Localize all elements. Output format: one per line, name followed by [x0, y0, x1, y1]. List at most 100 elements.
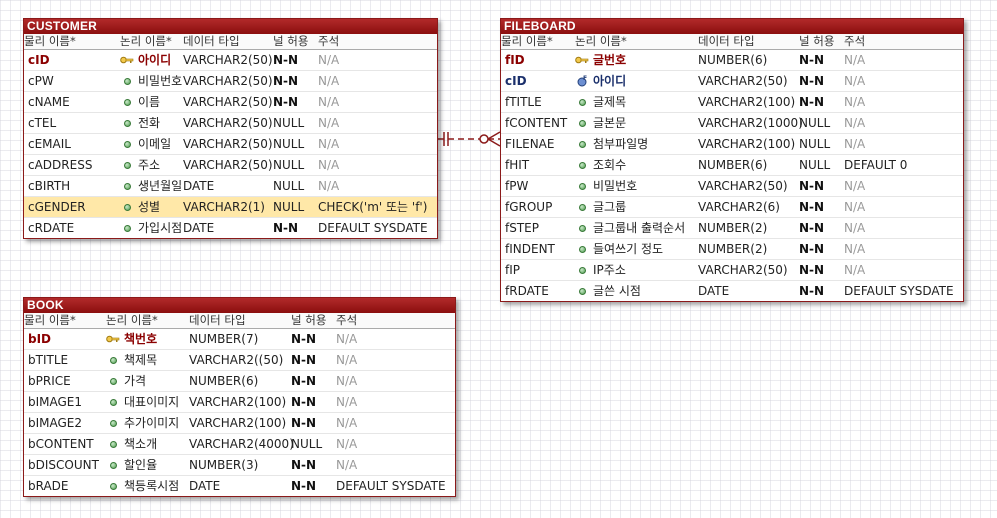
comment: DEFAULT SYSDATE — [318, 221, 428, 235]
attribute-dot-icon — [575, 134, 591, 154]
attribute-dot-icon — [120, 176, 136, 196]
attribute-dot-icon — [575, 176, 591, 196]
comment: N/A — [844, 179, 866, 193]
attribute-dot-icon — [575, 92, 591, 112]
attribute-dot-icon — [575, 155, 591, 175]
comment: N/A — [844, 95, 866, 109]
attribute-dot-icon — [575, 218, 591, 238]
comment: N/A — [844, 221, 866, 235]
header-logical-name: 논리 이름* — [106, 313, 158, 327]
logical-name: 대표이미지 — [124, 395, 180, 409]
data-type: NUMBER(7) — [189, 332, 259, 346]
header-data-type: 데이터 타입 — [189, 313, 246, 327]
logical-name: 성별 — [138, 200, 161, 214]
attribute-dot-icon — [575, 197, 591, 217]
comment: N/A — [336, 353, 358, 367]
data-type: NUMBER(6) — [698, 158, 768, 172]
logical-name: 비밀번호 — [593, 179, 638, 193]
data-type: VARCHAR2(50) — [183, 53, 273, 67]
logical-name: 글본문 — [593, 116, 627, 130]
attribute-dot-icon — [106, 392, 122, 412]
comment: CHECK('m' 또는 'f') — [318, 200, 428, 214]
comment: N/A — [318, 53, 340, 67]
physical-name: bRADE — [28, 479, 69, 493]
nullable: N-N — [799, 53, 825, 67]
logical-name: 글그룹 — [593, 200, 627, 214]
primary-key-icon — [106, 329, 122, 349]
attribute-dot-icon — [575, 113, 591, 133]
nullable: N-N — [799, 74, 825, 88]
data-type: NUMBER(6) — [698, 53, 768, 67]
comment: N/A — [336, 458, 358, 472]
header-physical-name: 물리 이름* — [24, 313, 76, 327]
nullable: N-N — [799, 242, 825, 256]
physical-name: fSTEP — [505, 221, 539, 235]
attribute-dot-icon — [575, 239, 591, 259]
logical-name: 추가이미지 — [124, 416, 180, 430]
physical-name: bID — [28, 332, 52, 346]
nullable: N-N — [799, 179, 825, 193]
comment: N/A — [318, 74, 340, 88]
foreign-key-icon: F — [575, 71, 591, 91]
comment: N/A — [318, 179, 340, 193]
physical-name: fID — [505, 53, 525, 67]
nullable: N-N — [799, 95, 825, 109]
comment: N/A — [844, 53, 866, 67]
logical-name: 할인율 — [124, 458, 158, 472]
data-type: VARCHAR2((50) — [189, 353, 284, 367]
header-comment: 주석 — [318, 34, 340, 48]
nullable: N-N — [291, 458, 317, 472]
data-type: VARCHAR2(50) — [698, 74, 788, 88]
data-type: VARCHAR2(50) — [183, 74, 273, 88]
nullable: N-N — [799, 221, 825, 235]
comment: N/A — [318, 158, 340, 172]
nullable: N-N — [273, 74, 299, 88]
physical-name: FILENAE — [505, 137, 555, 151]
logical-name: 조회수 — [593, 158, 627, 172]
comment: N/A — [336, 374, 358, 388]
primary-key-icon — [575, 50, 591, 70]
physical-name: cPW — [28, 74, 54, 88]
physical-name: fGROUP — [505, 200, 553, 214]
logical-name: 주소 — [138, 158, 161, 172]
logical-name: 전화 — [138, 116, 161, 130]
data-type: VARCHAR2(50) — [183, 95, 273, 109]
nullable: NULL — [273, 158, 305, 172]
